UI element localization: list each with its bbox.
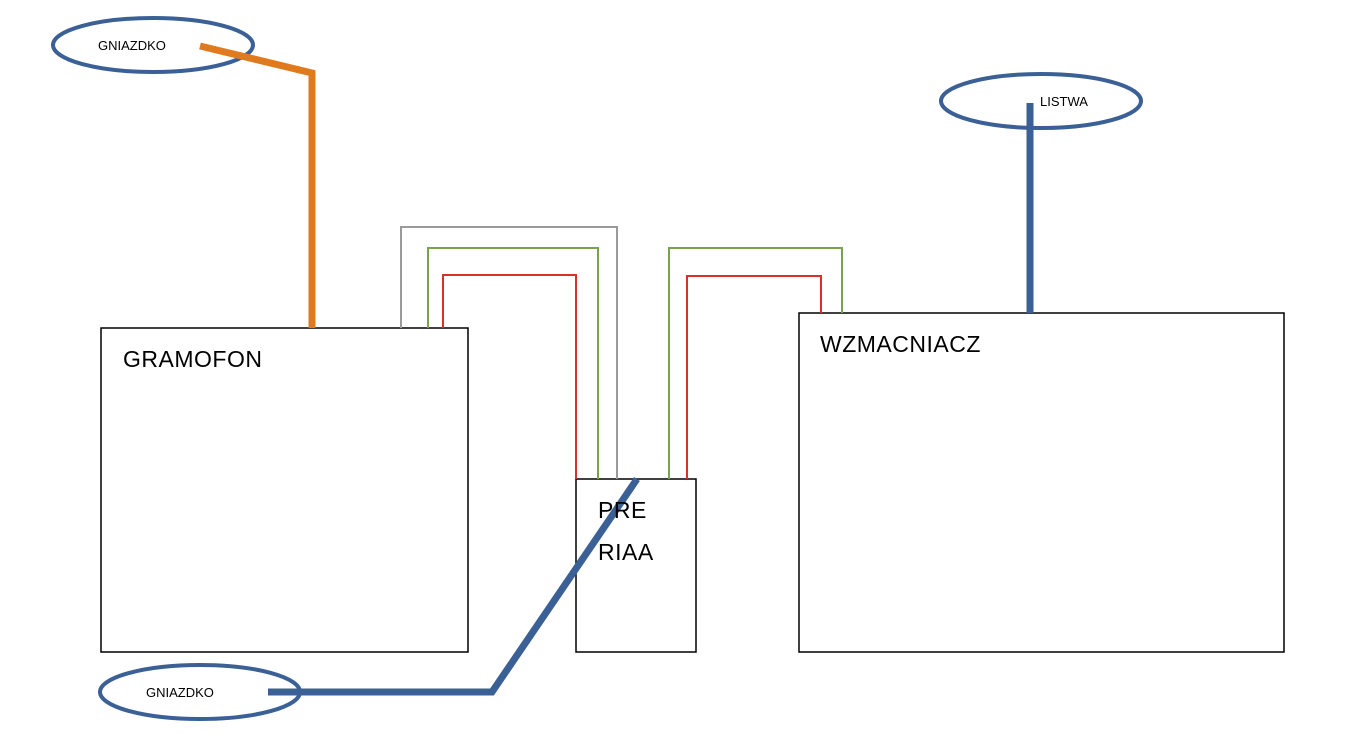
gramofon-label: GRAMOFON — [123, 346, 262, 372]
wzmacniacz-box — [798, 312, 1285, 653]
preamp-outlet-label: GNIAZDKO — [146, 685, 214, 700]
preamp-label-line1: PRE — [598, 497, 647, 523]
amp-outlet-oval — [939, 72, 1143, 130]
preamp-label-line2: RIAA — [598, 539, 654, 565]
signal-cable-red-left — [442, 274, 577, 479]
signal-cable-green-right — [668, 247, 843, 479]
signal-cable-green-left — [427, 247, 599, 479]
power-cable-orange — [199, 42, 316, 328]
power-cable-preamp — [268, 477, 640, 696]
amp-outlet-label: LISTWA — [1040, 94, 1088, 109]
gramofon-outlet-oval — [51, 16, 255, 74]
wzmacniacz-label: WZMACNIACZ — [820, 331, 981, 357]
signal-cable-red-right — [686, 275, 822, 479]
signal-cable-gray — [400, 226, 618, 479]
gramofon-outlet-label: GNIAZDKO — [98, 38, 166, 53]
gramofon-box — [100, 327, 469, 653]
